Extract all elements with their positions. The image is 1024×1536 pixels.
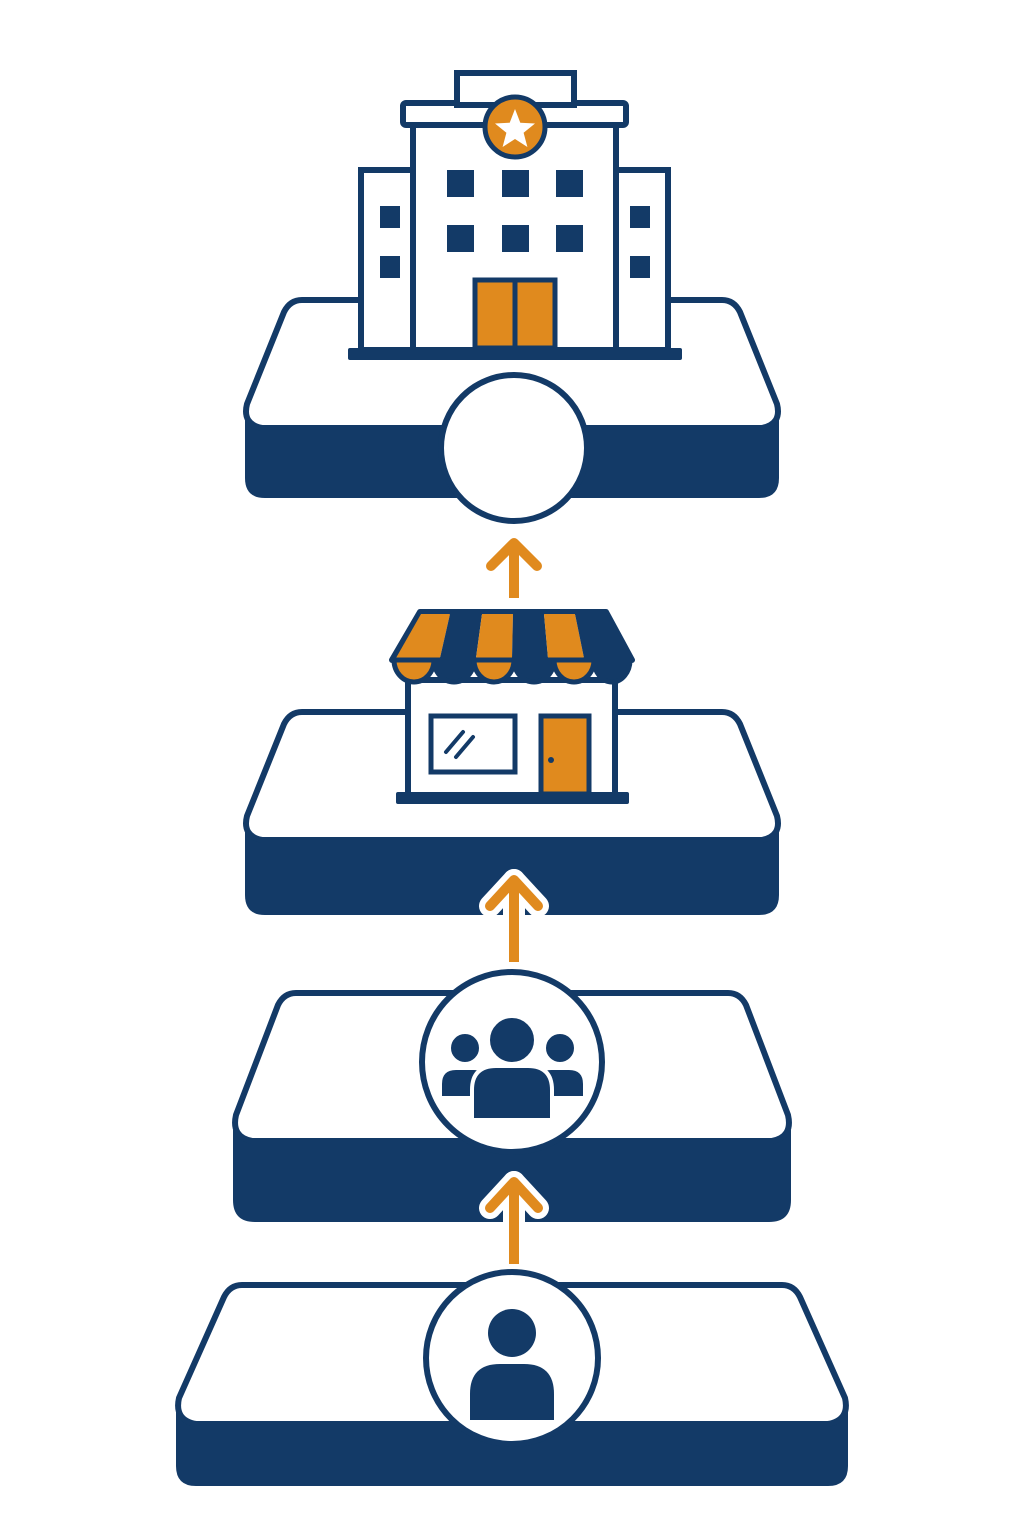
level-individual xyxy=(175,1269,849,1486)
person-badge-circle xyxy=(423,1269,601,1447)
empty-badge-circle xyxy=(438,372,590,524)
arrow-up-icon xyxy=(481,533,547,608)
group-icon xyxy=(438,1014,587,1122)
storefront-icon xyxy=(389,609,635,804)
building-windows xyxy=(380,170,650,278)
awning-stripes xyxy=(396,614,628,658)
shop-door xyxy=(538,713,592,797)
office-building-star-icon xyxy=(348,70,682,360)
platform-base xyxy=(176,1412,848,1486)
arrow-up-icon xyxy=(479,869,549,973)
shop-window xyxy=(428,713,518,775)
awning-scallops xyxy=(391,657,633,685)
level-headquarters xyxy=(243,70,781,524)
level-group xyxy=(232,969,792,1222)
arrow-up-icon xyxy=(479,1171,549,1275)
star-icon xyxy=(495,109,535,147)
person-icon xyxy=(470,1309,554,1420)
